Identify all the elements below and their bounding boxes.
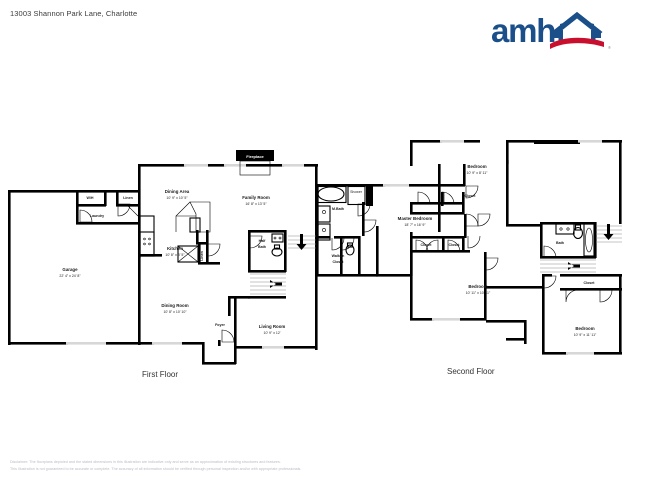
label-bedroom-3: Bedroom bbox=[575, 326, 594, 331]
label-foyer: Foyer bbox=[215, 323, 225, 327]
amh-logo: amh ® bbox=[491, 8, 636, 54]
first-floor-plan: Linen bbox=[8, 150, 318, 365]
dim-dining-room: 10' 8" x 10' 10" bbox=[163, 310, 187, 314]
label-half-bath-1: Half bbox=[259, 239, 267, 243]
label-closet-2: Closet bbox=[421, 243, 433, 247]
label-shower: Shower bbox=[350, 190, 363, 194]
second-stairs-down-arrow bbox=[603, 224, 614, 240]
label-wh: W/H bbox=[87, 196, 94, 200]
stairs-down-arrow bbox=[296, 234, 307, 250]
label-family-room: Family Room bbox=[242, 195, 270, 200]
label-bedroom-1: Bedroom bbox=[467, 164, 486, 169]
disclaimer-line-1: Disclaimer: The floorplans depicted and … bbox=[10, 460, 281, 464]
dim-kitchen: 10' 8" x 8' 5" bbox=[165, 253, 185, 257]
house-roof-icon bbox=[551, 12, 603, 41]
label-walkin-closet-1: Walk-In bbox=[332, 254, 345, 258]
label-bedroom-2: Bedroom bbox=[468, 284, 487, 289]
label-garage: Garage bbox=[62, 267, 78, 272]
label-closet-4: Closet bbox=[584, 281, 596, 285]
dim-master-bedroom: 18' 7" x 16' 9" bbox=[404, 223, 426, 227]
disclaimer: Disclaimer: The floorplans depicted and … bbox=[10, 459, 570, 472]
second-floor-labels: M.Bath Walk-In Closet Master Bedroom 18'… bbox=[332, 164, 597, 337]
second-floor-caption: Second Floor bbox=[447, 367, 495, 376]
dim-bedroom-3: 10' 9" x 11' 11" bbox=[574, 333, 597, 337]
second-stairs-direction-arrow bbox=[568, 262, 580, 270]
label-linen: Linen bbox=[123, 196, 133, 200]
label-half-bath-2: Bath bbox=[258, 245, 266, 249]
dim-garage: 22' 4" x 24' 8" bbox=[59, 274, 81, 278]
first-floor-caption: First Floor bbox=[142, 370, 178, 379]
dim-living-room: 10' 9" x 12' bbox=[264, 331, 281, 335]
linen-closet-label-2: Linen bbox=[200, 251, 204, 261]
label-living-room: Living Room bbox=[259, 324, 286, 329]
floorplan-svg: .w { fill:#000; } /* thick wall */ .tw {… bbox=[8, 140, 622, 365]
label-dining-room: Dining Room bbox=[161, 303, 188, 308]
amh-wordmark: amh bbox=[491, 12, 555, 49]
label-walkin-closet-2: Closet bbox=[333, 260, 345, 264]
label-master-bath: M.Bath bbox=[332, 207, 344, 211]
first-floor-labels: Garage 22' 4" x 24' 8" W/H Laundry Linen… bbox=[59, 189, 285, 335]
fireplace-box bbox=[236, 150, 274, 161]
fireplace-label: Fireplace bbox=[246, 154, 264, 159]
stairs-direction-arrow bbox=[270, 280, 282, 288]
amh-logo-svg: amh ® bbox=[491, 12, 611, 50]
second-floor-plan: Shower bbox=[316, 140, 622, 355]
registered-mark: ® bbox=[608, 45, 611, 50]
red-swoosh-icon bbox=[550, 37, 604, 49]
label-dining-area: Dining Area bbox=[165, 189, 190, 194]
label-laundry: Laundry bbox=[90, 214, 104, 218]
label-bath: Bath bbox=[556, 241, 564, 245]
label-master-bedroom: Master Bedroom bbox=[398, 216, 433, 221]
dim-bedroom-1: 10' 9" x 8' 11" bbox=[467, 171, 489, 175]
floorplan-drawing: .w { fill:#000; } /* thick wall */ .tw {… bbox=[0, 140, 650, 390]
first-floor-stairs bbox=[250, 273, 286, 295]
label-closet-3: Closet bbox=[449, 243, 461, 247]
dim-bedroom-2: 10' 11" x 10' 11" bbox=[466, 291, 491, 295]
label-closet-1: Closet bbox=[465, 194, 477, 198]
dim-dining-area: 10' 9" x 10' 5" bbox=[166, 196, 188, 200]
label-kitchen: Kitchen bbox=[167, 246, 183, 251]
dim-family-room: 16' 8" x 13' 5" bbox=[245, 202, 267, 206]
property-address: 13003 Shannon Park Lane, Charlotte bbox=[10, 9, 138, 18]
disclaimer-line-2: This illustration is not guaranteed to b… bbox=[10, 466, 302, 471]
